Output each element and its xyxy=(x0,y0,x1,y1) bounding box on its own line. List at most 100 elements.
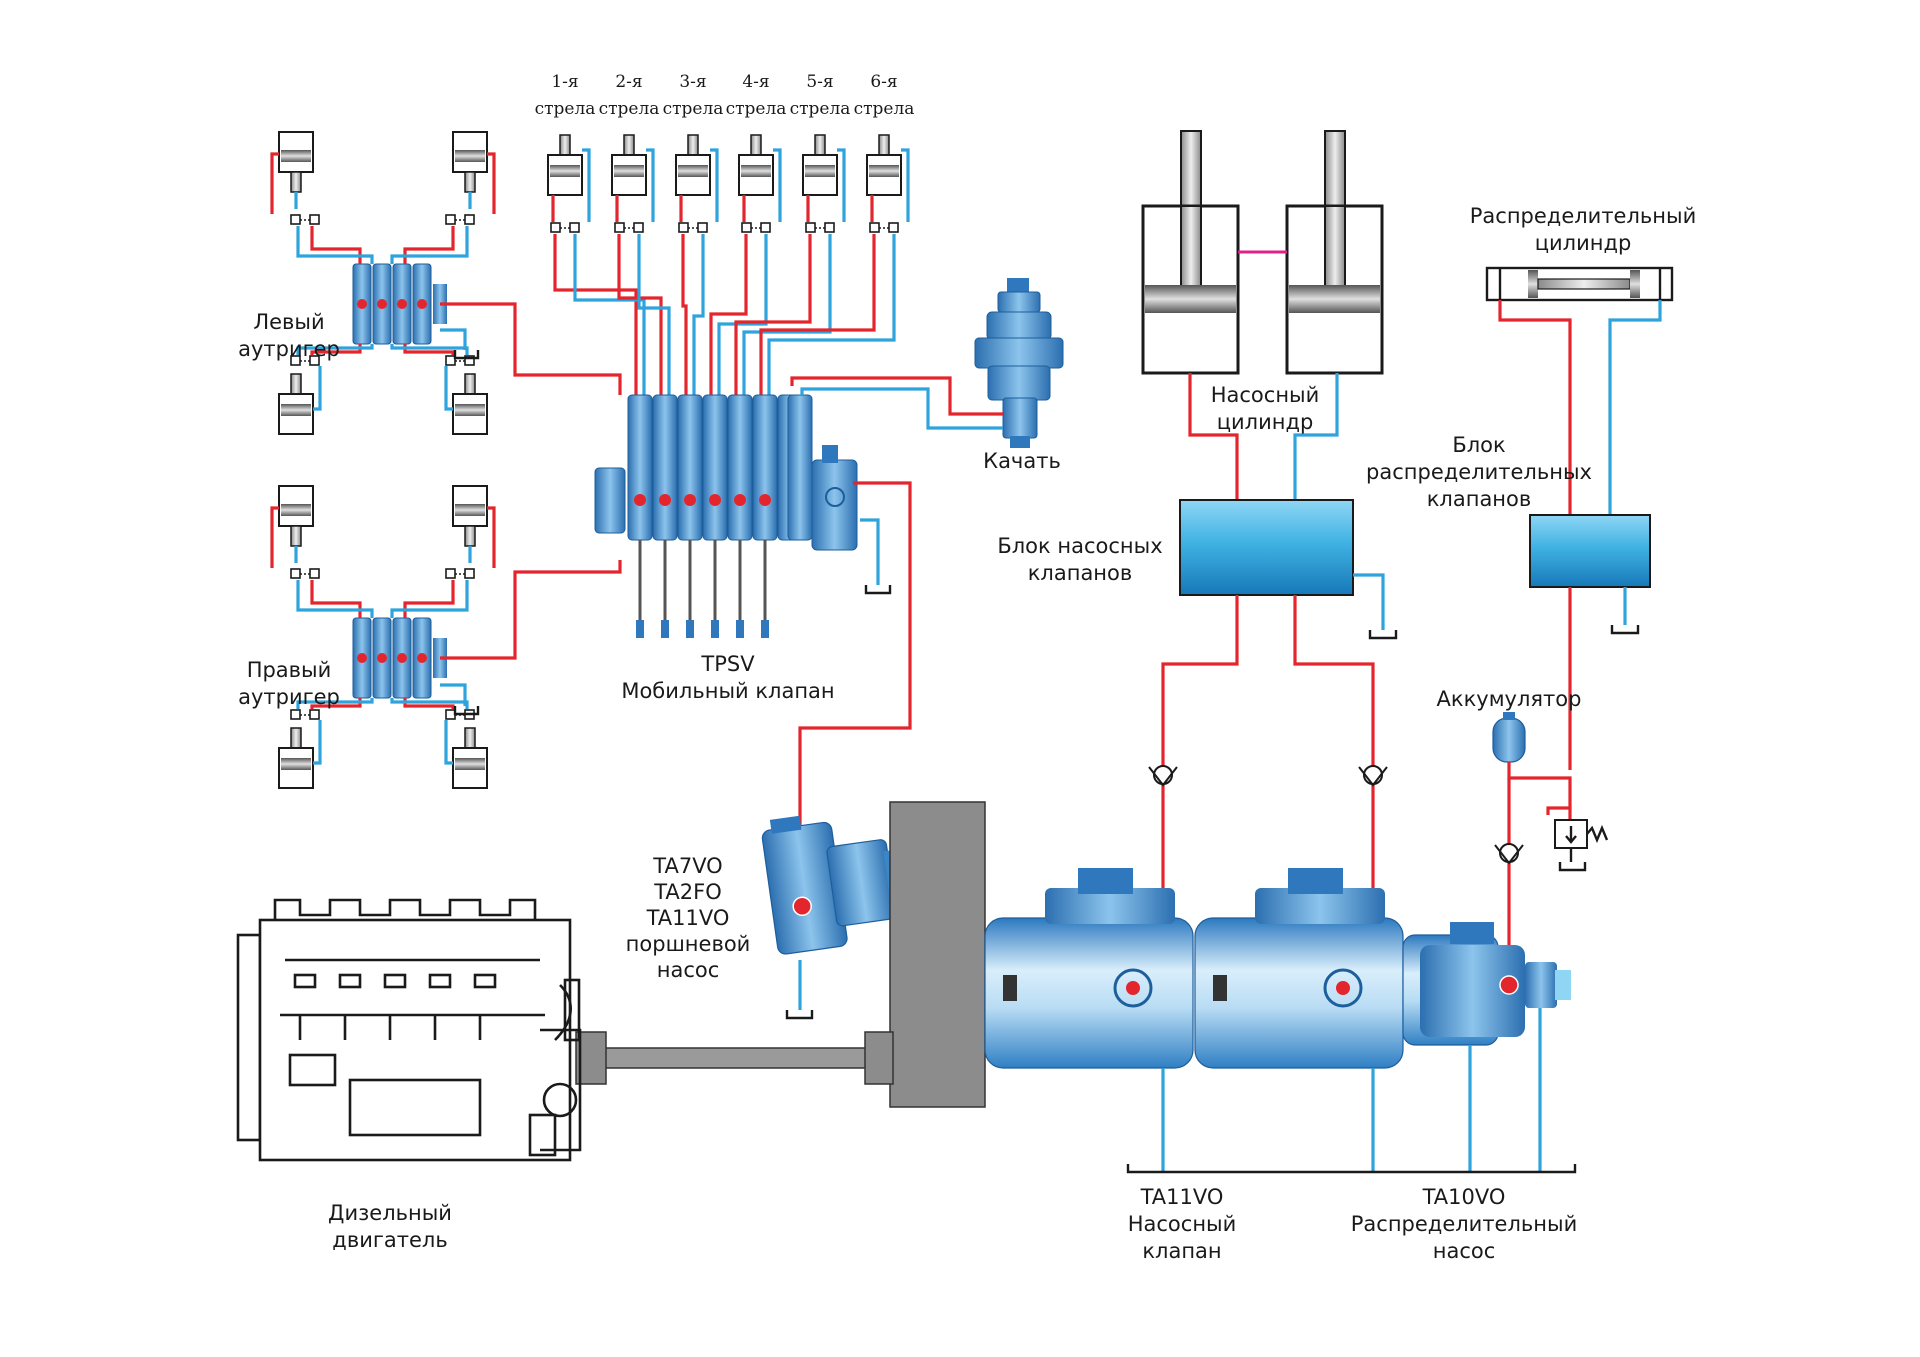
ta10vo-label-3: насос xyxy=(1433,1239,1496,1263)
distribution-valve-block-label-1: Блок xyxy=(1452,433,1505,457)
boom-lock-valve-1-b xyxy=(569,222,580,233)
accumulator xyxy=(1492,712,1526,763)
boom-5-number: 5-я xyxy=(806,72,833,92)
boom-6-word: стрела xyxy=(854,99,915,119)
pump-cylinder-2-line xyxy=(1293,373,1339,500)
boom-3-blue-hose xyxy=(692,234,705,395)
boom-lock-valve-6 xyxy=(869,222,899,233)
boom-lock-valve-4 xyxy=(741,222,771,233)
pump-valve-block xyxy=(1179,499,1354,596)
gearbox-housing xyxy=(889,801,986,1108)
boom-5-red-hose xyxy=(734,234,812,395)
right-outrigger-lock-top-right-b xyxy=(464,568,475,579)
left-outrigger-cyl-top-right-rod xyxy=(464,171,476,193)
boom-cylinder-2-rod xyxy=(623,134,635,156)
boom-5-word: стрела xyxy=(790,99,851,119)
boom-cylinder-5 xyxy=(802,134,838,196)
tpsv-spool-knob-5 xyxy=(736,620,744,638)
right-outrigger-feed-line xyxy=(440,560,622,660)
diesel-engine xyxy=(236,898,582,1162)
left-outrigger-cyl-top-right-piston xyxy=(455,150,485,162)
right-outrigger-cyl-top-right xyxy=(452,485,488,547)
swing-motor xyxy=(974,278,1064,448)
check-valve-seat-3 xyxy=(1494,844,1524,865)
boom-3-red-hose xyxy=(681,234,688,395)
left-outrigger-cyl-bottom-left xyxy=(278,373,314,435)
boom-lock-valve-2-a xyxy=(614,222,625,233)
boom-6-number: 6-я xyxy=(870,72,897,92)
left-outrigger-line-6 xyxy=(390,226,469,264)
diesel-engine-label-1: Дизельный xyxy=(328,1201,452,1225)
distribution-cylinder-label-2: цилиндр xyxy=(1535,231,1632,255)
tpsv-tank xyxy=(864,585,892,595)
boom-cylinder-3 xyxy=(675,134,711,196)
right-outrigger-lock-bottom-left xyxy=(290,709,320,720)
boom-cylinder-2 xyxy=(611,134,647,196)
left-outrigger-cyl-top-left-piston xyxy=(281,150,311,162)
boom-2-blue-stub xyxy=(646,148,655,222)
boom-1-red-hose xyxy=(553,234,638,395)
tpsv-spool-3 xyxy=(677,394,703,541)
left-outrigger-cyl-top-left-rod xyxy=(290,171,302,193)
boom-2-blue-hose xyxy=(637,234,671,395)
ta11vo-label-1: TA11VO xyxy=(1140,1185,1224,1209)
right-outrigger-cyl-bottom-left-piston xyxy=(281,758,311,770)
boom-cylinder-3-rod xyxy=(687,134,699,156)
boom-lock-valve-5 xyxy=(805,222,835,233)
pump-cylinders xyxy=(1141,130,1384,375)
boom-lock-valve-3-b xyxy=(697,222,708,233)
tpsv-spool-knob-6 xyxy=(761,620,769,638)
shaft-coupling-right xyxy=(864,1031,894,1085)
left-outrigger-manifold-port-2 xyxy=(377,299,387,309)
relief-link xyxy=(1546,806,1570,815)
boom-lock-valve-1 xyxy=(550,222,580,233)
boom-lock-valve-2-b xyxy=(633,222,644,233)
tpsv-spool-port-1 xyxy=(634,494,646,506)
tpsv-spool-2 xyxy=(652,394,678,541)
boom-cylinder-2-piston xyxy=(614,165,644,177)
tpsv-spool-knob-2 xyxy=(661,620,669,638)
left-outrigger-label-1: Левый xyxy=(253,310,324,334)
pump-valve-block-tank xyxy=(1368,630,1398,640)
tpsv-extra-spool-2 xyxy=(787,394,813,541)
right-outrigger-line-14 xyxy=(444,720,453,765)
distribution-block-tank xyxy=(1610,625,1640,635)
right-outrigger-cyl-top-left xyxy=(278,485,314,547)
accumulator-label: Аккумулятор xyxy=(1437,687,1582,711)
boom-3-word: стрела xyxy=(663,99,724,119)
left-outrigger-line-12 xyxy=(487,152,496,214)
left-outrigger-lock-bottom-right-a xyxy=(445,355,456,366)
pump-valve-block-label-2: клапанов xyxy=(1028,561,1133,585)
boom-lock-valve-3-a xyxy=(678,222,689,233)
boom-lock-valve-4-a xyxy=(741,222,752,233)
right-outrigger-label-2: аутригер xyxy=(238,685,340,709)
pump-valve-block-line-a xyxy=(1161,595,1239,910)
boom-hoses xyxy=(551,148,910,395)
check-valves xyxy=(1148,765,1524,865)
right-outrigger-cyl-bottom-right-rod xyxy=(464,727,476,749)
relief-tank xyxy=(1558,862,1587,872)
tpsv-spool-knob-3 xyxy=(686,620,694,638)
boom-lock-valve-3 xyxy=(678,222,708,233)
left-outrigger-line-13 xyxy=(313,366,322,411)
left-outrigger-feed-line xyxy=(440,302,622,395)
left-outrigger-tank xyxy=(453,350,480,360)
pump-bracket xyxy=(1126,1164,1577,1174)
left-outrigger-line-14 xyxy=(444,366,453,411)
piston-pump-label-2: TA2FO xyxy=(653,880,722,904)
outrigger-cylinders xyxy=(270,131,496,789)
right-outrigger-lock-bottom-right-a xyxy=(445,709,456,720)
right-outrigger-cyl-bottom-right xyxy=(452,727,488,789)
tpsv-to-piston-pump-line xyxy=(798,481,912,900)
right-outrigger-lock-top-right-a xyxy=(445,568,456,579)
piston-pump-label-1: TA7VO xyxy=(652,854,722,878)
right-outrigger-line-5 xyxy=(403,580,455,618)
distribution-cylinder xyxy=(1485,266,1674,302)
tpsv-spool-knob-4 xyxy=(711,620,719,638)
boom-cylinder-3-piston xyxy=(678,165,708,177)
pump-cylinder-label-1: Насосный xyxy=(1211,383,1320,407)
tpsv-return-line xyxy=(860,518,880,585)
right-outrigger-cyl-top-right-piston xyxy=(455,504,485,516)
piston-pump-label-4: поршневой xyxy=(626,932,751,956)
right-outrigger-lock-bottom-left-b xyxy=(309,709,320,720)
